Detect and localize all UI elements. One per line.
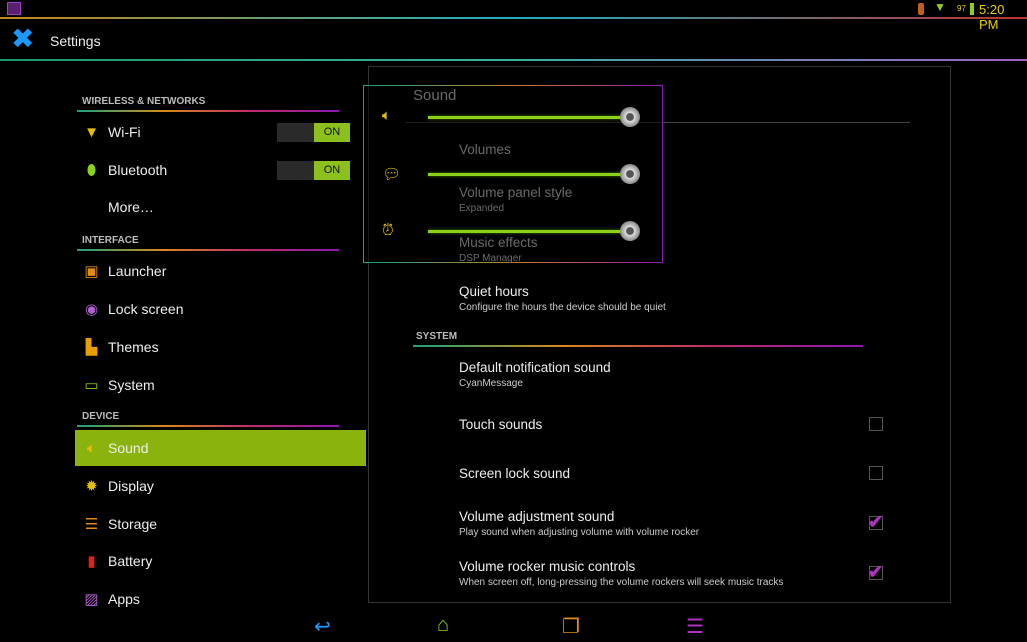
system-icon: ▭ (84, 377, 99, 394)
pref-volume-adjustment-sound[interactable]: Volume adjustment sound (459, 509, 615, 524)
volume-panel: 🔈︎ 💬︎ ⏰︎ (363, 85, 663, 263)
sidebar-item-label: Themes (108, 339, 159, 355)
toggle-state: ON (314, 122, 350, 142)
pref-touch-sounds[interactable]: Touch sounds (459, 417, 543, 432)
sidebar-item-display[interactable]: ✹ Display (75, 467, 366, 505)
wifi-icon: ▼ (934, 0, 946, 14)
sound-settings-panel (368, 66, 951, 603)
display-icon: ✹ (85, 478, 98, 495)
settings-icon[interactable]: ✖ (11, 23, 35, 54)
sidebar-item-label: Battery (108, 553, 153, 569)
pref-quiet-hours[interactable]: Quiet hours (459, 284, 529, 299)
launcher-icon: ▣ (84, 263, 99, 280)
battery-icon (970, 3, 974, 15)
sidebar-item-themes[interactable]: ▙ Themes (75, 328, 366, 366)
media-volume-slider[interactable] (428, 107, 640, 127)
speaker-icon: 🔈︎ (382, 107, 392, 124)
sidebar-item-label: Bluetooth (108, 162, 168, 178)
sidebar-item-bluetooth[interactable]: ⬮ Bluetooth ON (75, 151, 366, 189)
slider-thumb[interactable] (620, 164, 640, 184)
sidebar-item-label: Apps (108, 591, 140, 607)
themes-icon: ▙ (85, 339, 98, 356)
sidebar-item-more[interactable]: More… (75, 188, 366, 226)
battery-level: 97 (957, 4, 966, 13)
toggle-state: ON (314, 160, 350, 180)
sidebar-item-lock-screen[interactable]: ◉ Lock screen (75, 290, 366, 328)
back-button[interactable]: ↩ (314, 616, 331, 638)
apps-icon: ▨ (84, 591, 99, 608)
storage-icon: ☰ (84, 516, 99, 533)
pref-summary: Expanded (459, 203, 505, 214)
notification-icon: 💬︎ (382, 166, 402, 183)
touch-sounds-checkbox[interactable] (869, 417, 883, 431)
sidebar-item-sound[interactable]: 🔈︎ Sound (75, 430, 366, 466)
battery-icon: ▮ (87, 553, 96, 570)
sidebar-item-battery[interactable]: ▮ Battery (75, 542, 366, 580)
page-title: Settings (50, 33, 101, 49)
section-header: WIRELESS & NETWORKS (82, 96, 206, 107)
speaker-icon: 🔈︎ (86, 439, 96, 457)
pref-music-effects[interactable]: Music effects (459, 235, 538, 250)
pref-summary: DSP Manager (459, 253, 522, 264)
sidebar-item-storage[interactable]: ☰ Storage (75, 505, 366, 543)
alarm-volume-slider[interactable] (428, 221, 640, 241)
pref-summary: CyanMessage (459, 378, 523, 389)
section-header: DEVICE (82, 411, 120, 422)
sidebar-item-system[interactable]: ▭ System (75, 366, 366, 404)
wifi-icon: ▼ (84, 123, 99, 141)
pref-summary: When screen off, long-pressing the volum… (459, 577, 784, 588)
screen-lock-sound-checkbox[interactable] (869, 466, 883, 480)
recent-apps-button[interactable]: ❐ (562, 616, 580, 638)
menu-button[interactable]: ☰ (686, 616, 704, 638)
sidebar-item-apps[interactable]: ▨ Apps (75, 580, 366, 618)
sidebar-item-label: Sound (108, 440, 149, 456)
pref-volumes[interactable]: Volumes (459, 142, 511, 157)
pref-default-notification-sound[interactable]: Default notification sound (459, 360, 611, 375)
pref-screen-lock-sound[interactable]: Screen lock sound (459, 466, 571, 481)
notification-volume-slider[interactable] (428, 164, 640, 184)
section-header: INTERFACE (82, 235, 139, 246)
sidebar-item-wifi[interactable]: ▼ Wi-Fi ON (75, 113, 366, 151)
slider-thumb[interactable] (620, 107, 640, 127)
pref-volume-rocker-music[interactable]: Volume rocker music controls (459, 559, 636, 574)
checkmark-icon: ✔ (868, 562, 884, 582)
pref-volume-panel-style[interactable]: Volume panel style (459, 185, 573, 200)
bluetooth-toggle[interactable]: ON (277, 160, 350, 180)
sidebar-item-label: Storage (108, 516, 158, 532)
sidebar-item-label: Lock screen (108, 301, 184, 317)
bluetooth-icon: ⬮ (86, 161, 97, 179)
section-header: SYSTEM (416, 331, 458, 342)
sidebar-item-label: System (108, 377, 155, 393)
volume-rocker-checkbox[interactable] (869, 566, 883, 580)
status-bar: ▼ 97 5:20 PM (0, 0, 1027, 32)
sidebar-item-launcher[interactable]: ▣ Launcher (75, 252, 366, 290)
volume-adjustment-checkbox[interactable] (869, 516, 883, 530)
lock-icon: ◉ (84, 301, 99, 318)
slider-thumb[interactable] (620, 221, 640, 241)
home-button[interactable]: ⌂ (437, 614, 450, 636)
pref-summary: Play sound when adjusting volume with vo… (459, 527, 700, 538)
gallery-icon (7, 2, 21, 15)
bluetooth-icon (918, 3, 924, 15)
sidebar-item-label: More… (108, 199, 154, 215)
alarm-icon: ⏰︎ (382, 222, 394, 239)
panel-title: Sound (413, 87, 457, 104)
sidebar-item-label: Launcher (108, 263, 167, 279)
checkmark-icon: ✔ (868, 512, 884, 532)
pref-summary: Configure the hours the device should be… (459, 302, 666, 313)
wifi-toggle[interactable]: ON (277, 122, 350, 142)
sidebar-item-label: Wi-Fi (108, 124, 141, 140)
sidebar-item-label: Display (108, 478, 154, 494)
clock: 5:20 PM (979, 2, 1005, 32)
